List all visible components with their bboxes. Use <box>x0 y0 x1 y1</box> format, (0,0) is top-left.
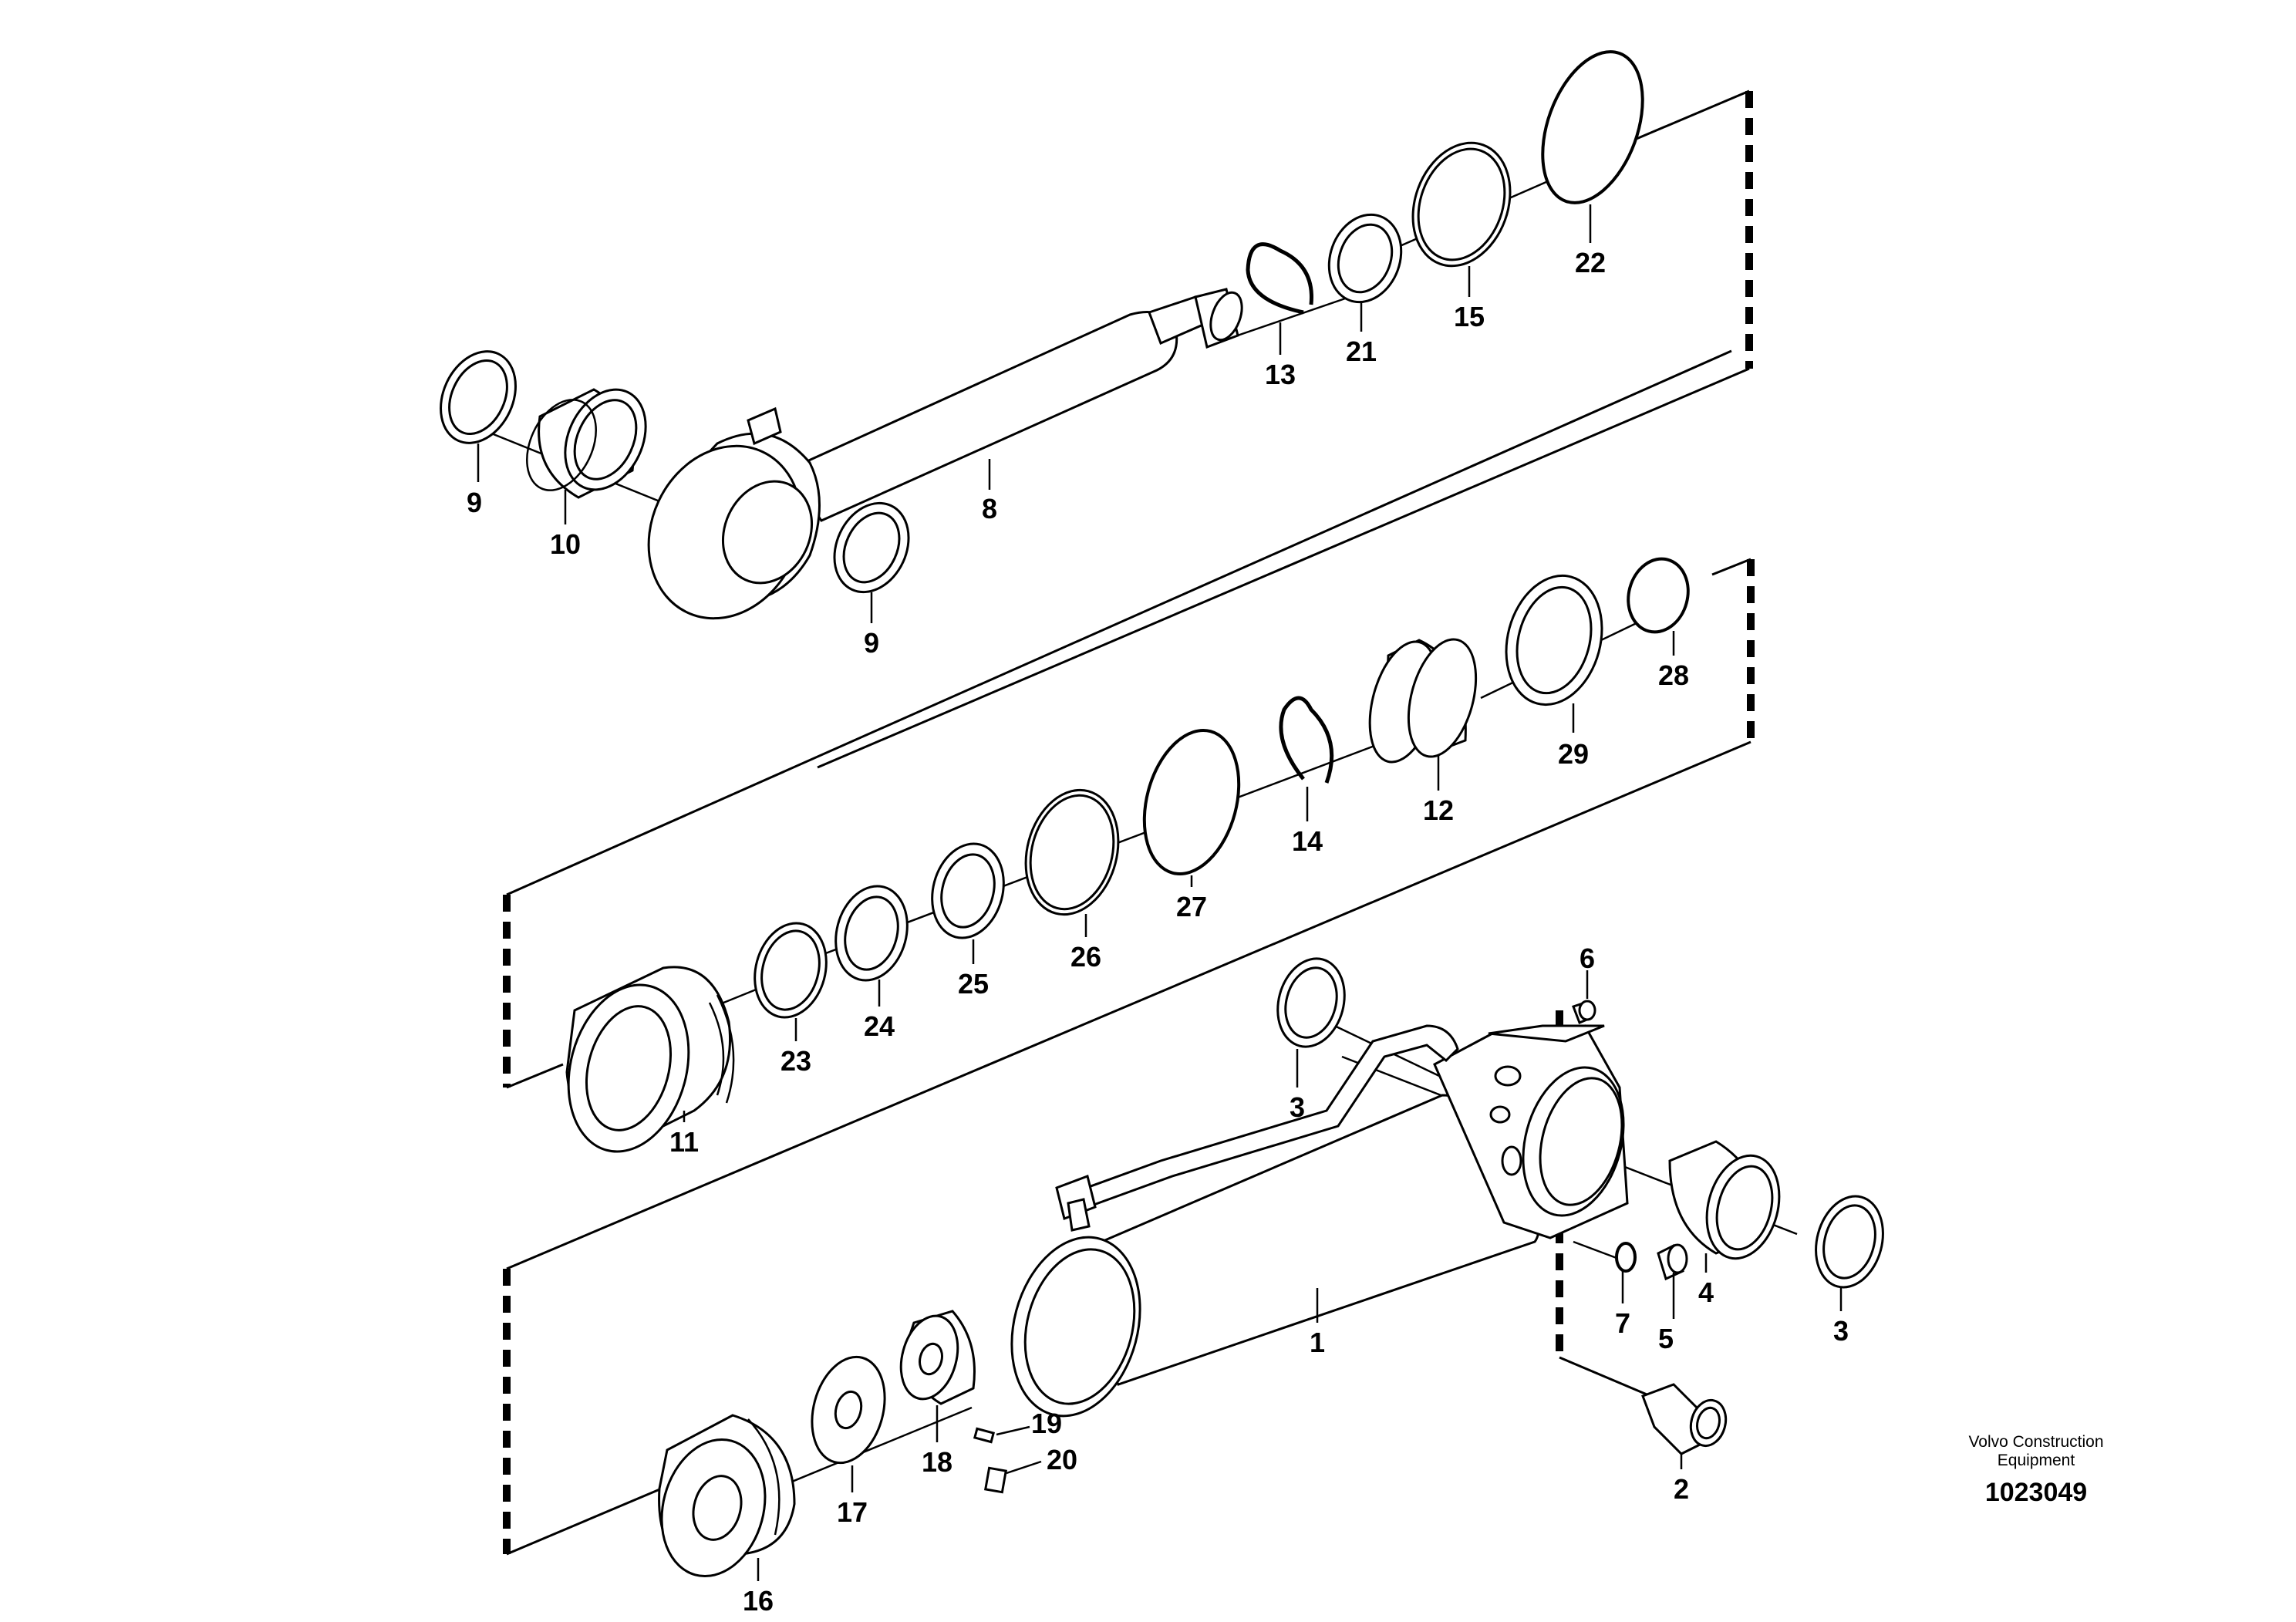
seal-3-right <box>1815 1195 1884 1289</box>
document-number: 1023049 <box>1985 1478 2087 1507</box>
callout-25: 25 <box>958 968 989 1000</box>
seal-9-right <box>833 501 910 594</box>
brand-line-2: Equipment <box>1998 1452 2075 1469</box>
callout-23: 23 <box>781 1045 811 1077</box>
wear-ring-12 <box>1368 638 1478 764</box>
piston-rod-8 <box>647 288 1243 620</box>
valve-2 <box>1641 1383 1728 1455</box>
leader-lines <box>477 204 1843 1581</box>
cylinder-head-11 <box>565 966 735 1153</box>
callout-16: 16 <box>743 1585 774 1617</box>
bushing-10 <box>526 388 647 499</box>
plug-5 <box>1657 1243 1688 1281</box>
ring-23 <box>754 922 828 1019</box>
pin-20 <box>983 1466 1008 1494</box>
callout-14: 14 <box>1292 825 1323 857</box>
callout-3-top: 3 <box>1290 1091 1305 1123</box>
callout-6: 6 <box>1580 943 1595 974</box>
ring-24 <box>834 885 909 982</box>
callout-19: 19 <box>1031 1408 1062 1439</box>
snap-ring-14 <box>1279 696 1334 784</box>
o-ring-28 <box>1627 557 1690 634</box>
callout-26: 26 <box>1070 941 1101 973</box>
bushing-4 <box>1668 1140 1781 1260</box>
callout-7: 7 <box>1615 1307 1630 1339</box>
callout-24: 24 <box>864 1010 895 1042</box>
screw-19 <box>973 1427 996 1444</box>
callout-labels: 9 10 8 9 13 21 15 22 28 29 12 14 27 26 2… <box>467 247 1849 1617</box>
washer-17 <box>811 1355 886 1465</box>
callout-9-right: 9 <box>864 627 879 659</box>
callout-3-right: 3 <box>1833 1315 1849 1347</box>
callout-21: 21 <box>1346 336 1377 367</box>
piston-16 <box>658 1414 796 1578</box>
cylinder-tube-assembly <box>658 957 1884 1578</box>
o-ring-22 <box>1541 50 1644 204</box>
ring-15 <box>1411 141 1512 268</box>
callout-11: 11 <box>669 1126 699 1158</box>
callout-1: 1 <box>1310 1327 1325 1358</box>
callout-27: 27 <box>1176 891 1207 922</box>
gland-assembly <box>565 557 1690 1153</box>
plug-6 <box>1572 1000 1596 1024</box>
callout-20: 20 <box>1047 1444 1077 1475</box>
o-ring-27 <box>1142 729 1241 875</box>
seal-29 <box>1505 574 1603 706</box>
callout-18: 18 <box>922 1446 952 1478</box>
seal-3-top <box>1276 957 1346 1048</box>
callout-4: 4 <box>1698 1276 1714 1308</box>
o-ring-7 <box>1615 1242 1637 1273</box>
callout-9-left: 9 <box>467 487 482 518</box>
callout-12: 12 <box>1423 794 1454 826</box>
ring-26 <box>1024 788 1120 916</box>
callout-8: 8 <box>982 493 997 524</box>
callout-17: 17 <box>837 1496 868 1528</box>
callout-29: 29 <box>1558 738 1589 770</box>
snap-ring-13 <box>1246 242 1313 315</box>
rod-assembly <box>440 50 1644 620</box>
callout-13: 13 <box>1265 359 1296 390</box>
callout-10: 10 <box>550 528 581 560</box>
callout-22: 22 <box>1575 247 1606 278</box>
lock-nut-18 <box>899 1310 976 1405</box>
callout-28: 28 <box>1658 659 1689 691</box>
title-block: Volvo Construction Equipment 1023049 <box>1968 1433 2103 1507</box>
seal-9-left <box>440 350 517 444</box>
ring-21 <box>1327 213 1403 304</box>
ring-25 <box>931 842 1005 939</box>
cylinder-tube-1 <box>1010 1024 1629 1418</box>
brand-line-1: Volvo Construction <box>1968 1433 2103 1451</box>
callout-15: 15 <box>1454 301 1485 332</box>
callout-5: 5 <box>1658 1323 1674 1354</box>
callout-2: 2 <box>1674 1473 1689 1505</box>
